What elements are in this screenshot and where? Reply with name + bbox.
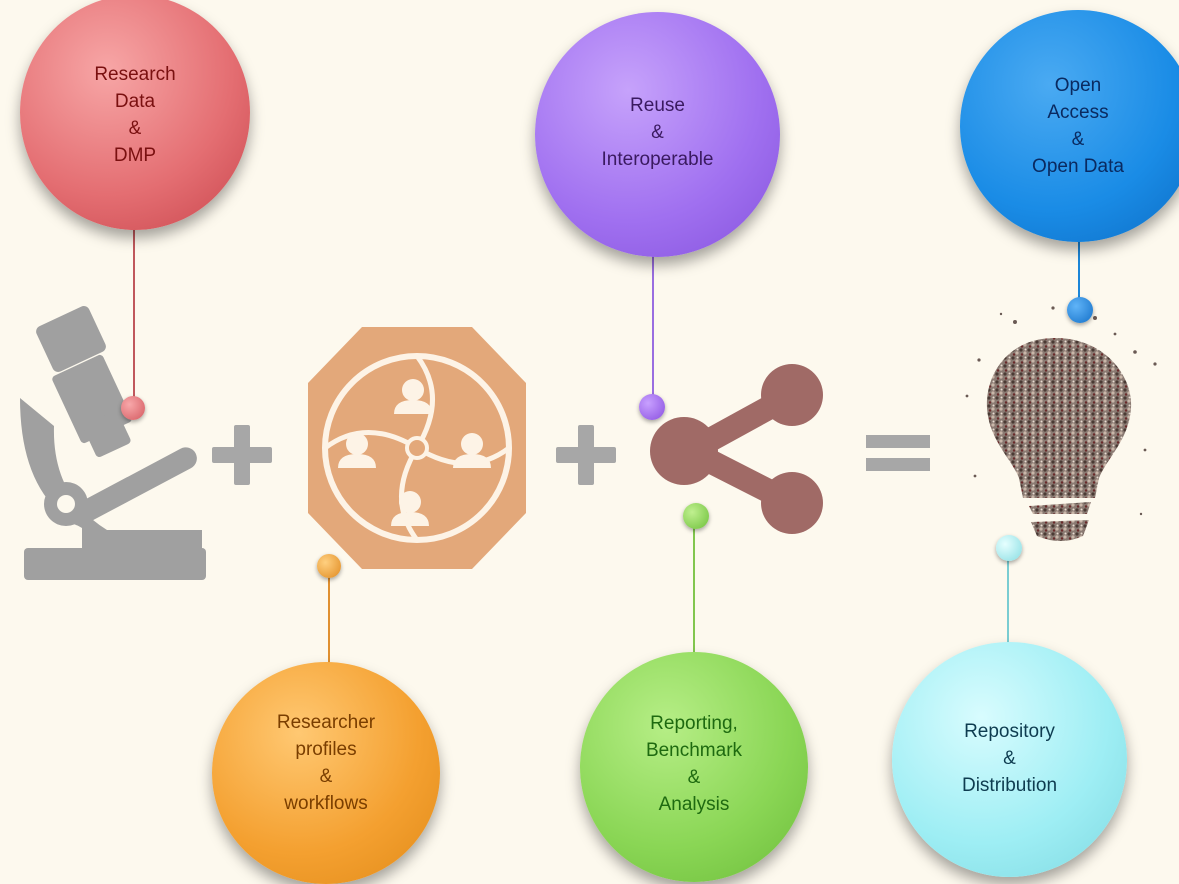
connector-dot-profiles xyxy=(317,554,341,578)
bubble-open-line-4: Open Data xyxy=(1032,156,1124,177)
plus-icon xyxy=(212,425,272,485)
bubble-research-line-4: DMP xyxy=(113,145,157,166)
connector-profiles xyxy=(328,566,330,666)
bubble-researcher-profiles: Researcher profiles & workflows xyxy=(212,662,440,884)
bubble-reporting-line-4: Analysis xyxy=(658,794,730,815)
lightbulb-crowd-icon xyxy=(965,306,1157,541)
bubble-repository-line-3: Distribution xyxy=(961,775,1058,796)
bubble-reporting-line-2: Benchmark xyxy=(645,740,743,761)
bubble-reuse-line-2: & xyxy=(651,122,664,143)
bubble-reporting-line-1: Reporting, xyxy=(650,713,738,734)
connector-reuse xyxy=(652,250,654,405)
bubble-profiles-line-2: profiles xyxy=(295,739,357,760)
connector-dot-reporting xyxy=(683,503,709,529)
bubble-research-data: Research Data & DMP xyxy=(20,0,250,230)
bubble-open-line-1: Open xyxy=(1054,75,1102,96)
bubble-reuse-interoperable: Reuse & Interoperable xyxy=(535,12,780,257)
bubble-repository-line-2: & xyxy=(1003,748,1016,769)
bubble-reporting-benchmark: Reporting, Benchmark & Analysis xyxy=(580,652,808,882)
bubble-open-access: Open Access & Open Data xyxy=(960,10,1179,242)
bubble-open-line-2: Access xyxy=(1047,102,1109,123)
connector-reporting xyxy=(693,516,695,656)
team-hexagon-icon xyxy=(308,327,526,569)
connector-dot-research xyxy=(121,396,145,420)
equals-icon xyxy=(866,435,930,471)
connector-repository xyxy=(1007,546,1009,646)
microscope-icon xyxy=(20,306,206,580)
bubble-research-line-2: Data xyxy=(114,91,156,112)
bubble-reporting-line-3: & xyxy=(687,767,701,788)
bubble-reuse-line-3: Interoperable xyxy=(601,149,714,170)
plus-icon xyxy=(556,425,616,485)
bubble-profiles-line-1: Researcher xyxy=(276,712,376,733)
connector-open xyxy=(1078,238,1080,306)
bubble-repository-line-1: Repository xyxy=(964,721,1055,742)
connector-dot-reuse xyxy=(639,394,665,420)
connector-dot-repository xyxy=(996,535,1022,561)
bubble-research-line-1: Research xyxy=(94,64,176,85)
bubble-research-line-3: & xyxy=(128,118,142,139)
bubble-open-line-3: & xyxy=(1071,129,1085,150)
bubble-profiles-line-4: workflows xyxy=(284,793,368,814)
bubble-profiles-line-3: & xyxy=(319,766,333,787)
bubble-repository-distribution: Repository & Distribution xyxy=(892,642,1127,877)
connector-research xyxy=(133,225,135,403)
share-icon xyxy=(650,364,823,534)
connector-dot-open xyxy=(1067,297,1093,323)
bubble-reuse-line-1: Reuse xyxy=(630,95,685,116)
